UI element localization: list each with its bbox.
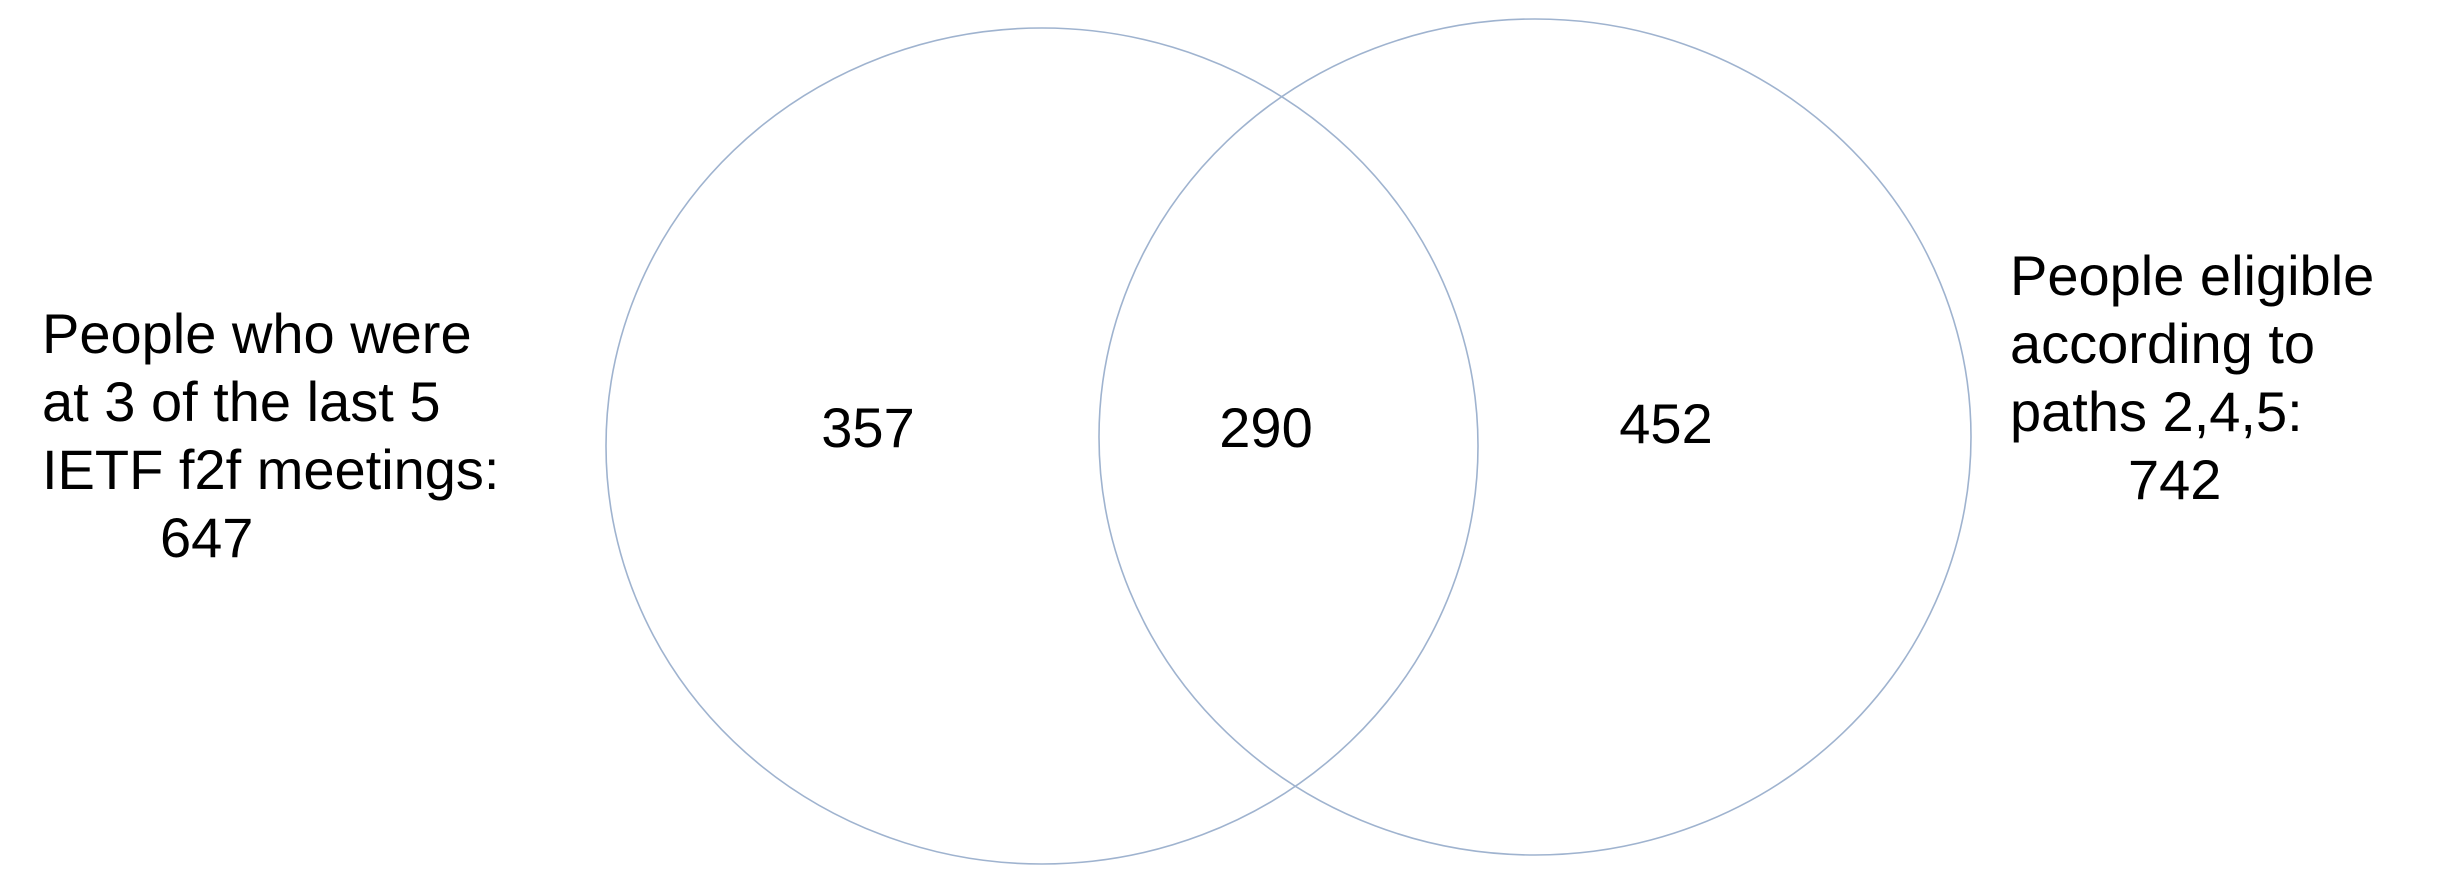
overlap-count: 290 <box>1219 396 1312 459</box>
left-set-total: 647 <box>160 506 254 569</box>
right-only-count: 452 <box>1619 392 1712 455</box>
left-set-label-line: at 3 of the last 5 <box>42 370 441 433</box>
right-set-label-line: according to <box>2010 312 2316 375</box>
right-set-circle <box>1098 18 1972 856</box>
right-set-label-line: People eligible <box>2010 244 2375 307</box>
left-only-count: 357 <box>821 396 914 459</box>
left-set-label-line: People who were <box>42 302 472 365</box>
left-set-label-line: IETF f2f meetings: <box>42 438 500 501</box>
right-set-total: 742 <box>2128 448 2222 511</box>
right-set-label-line: paths 2,4,5: <box>2010 380 2303 443</box>
left-set-label: People who were at 3 of the last 5 IETF … <box>42 300 500 572</box>
left-set-circle <box>605 27 1479 865</box>
right-set-label: People eligible according to paths 2,4,5… <box>2010 242 2374 514</box>
